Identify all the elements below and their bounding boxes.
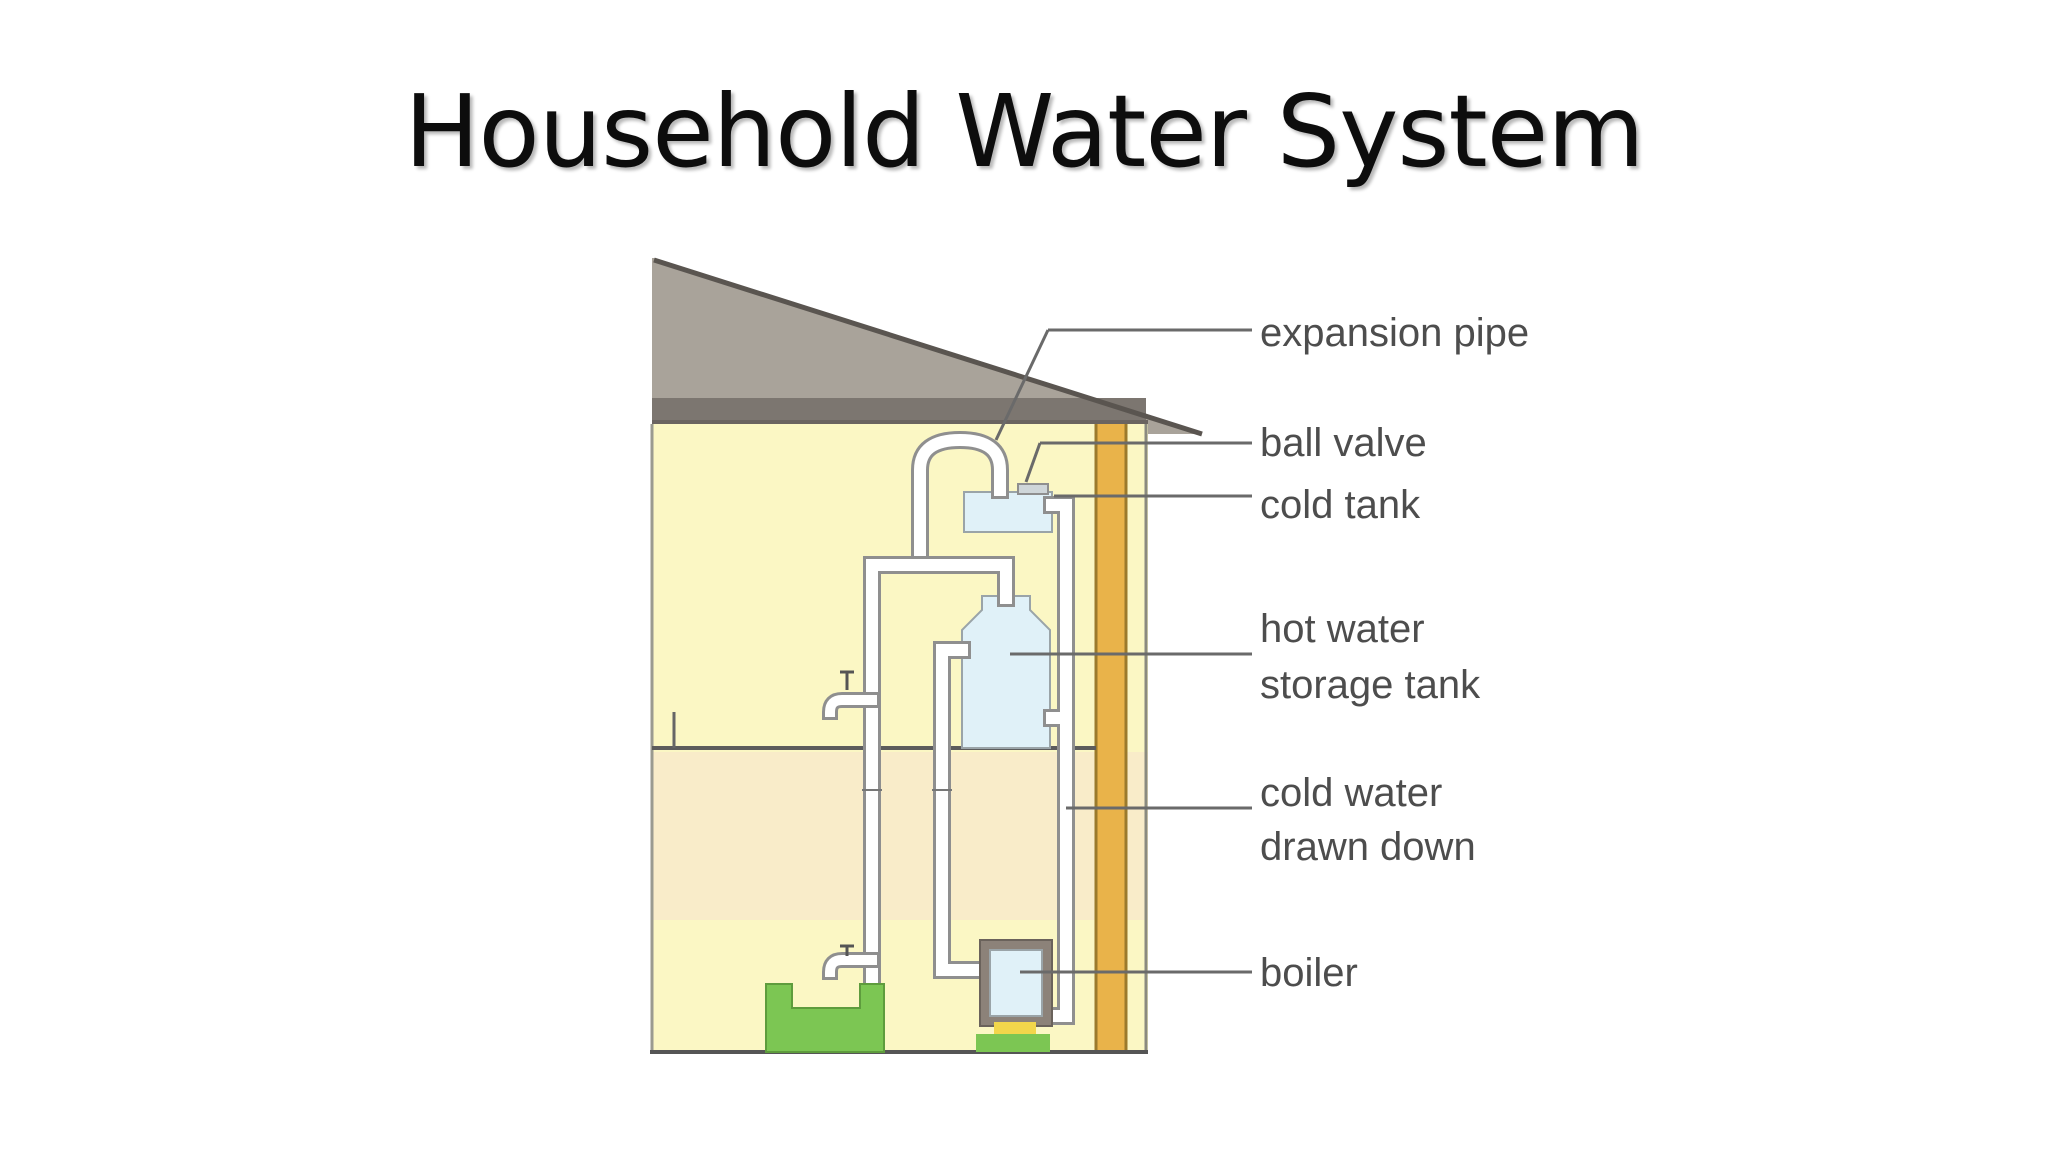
slide-title: Household Water System bbox=[404, 73, 1644, 190]
label-cold-water: cold water bbox=[1260, 771, 1442, 815]
upper-tap bbox=[840, 670, 854, 690]
boiler-flame bbox=[994, 1022, 1036, 1034]
flue bbox=[1096, 424, 1126, 1054]
label-drawn-down: drawn down bbox=[1260, 825, 1476, 869]
label-expansion-pipe: expansion pipe bbox=[1260, 311, 1529, 355]
boiler-base bbox=[976, 1034, 1050, 1052]
ball-valve bbox=[1017, 483, 1049, 495]
roof-eave bbox=[652, 398, 1146, 422]
roof-edge-line bbox=[653, 257, 1203, 437]
lower-tap bbox=[840, 944, 854, 956]
boiler-core bbox=[989, 949, 1043, 1017]
label-hot-water: hot water bbox=[1260, 607, 1425, 651]
label-cold-tank: cold tank bbox=[1260, 483, 1421, 527]
hot-water-tank bbox=[961, 595, 1051, 749]
leader-lines bbox=[994, 328, 1252, 974]
sink-basin bbox=[765, 983, 885, 1053]
label-boiler: boiler bbox=[1260, 951, 1358, 995]
label-storage-tank: storage tank bbox=[1260, 663, 1481, 707]
label-ball-valve: ball valve bbox=[1260, 421, 1427, 465]
